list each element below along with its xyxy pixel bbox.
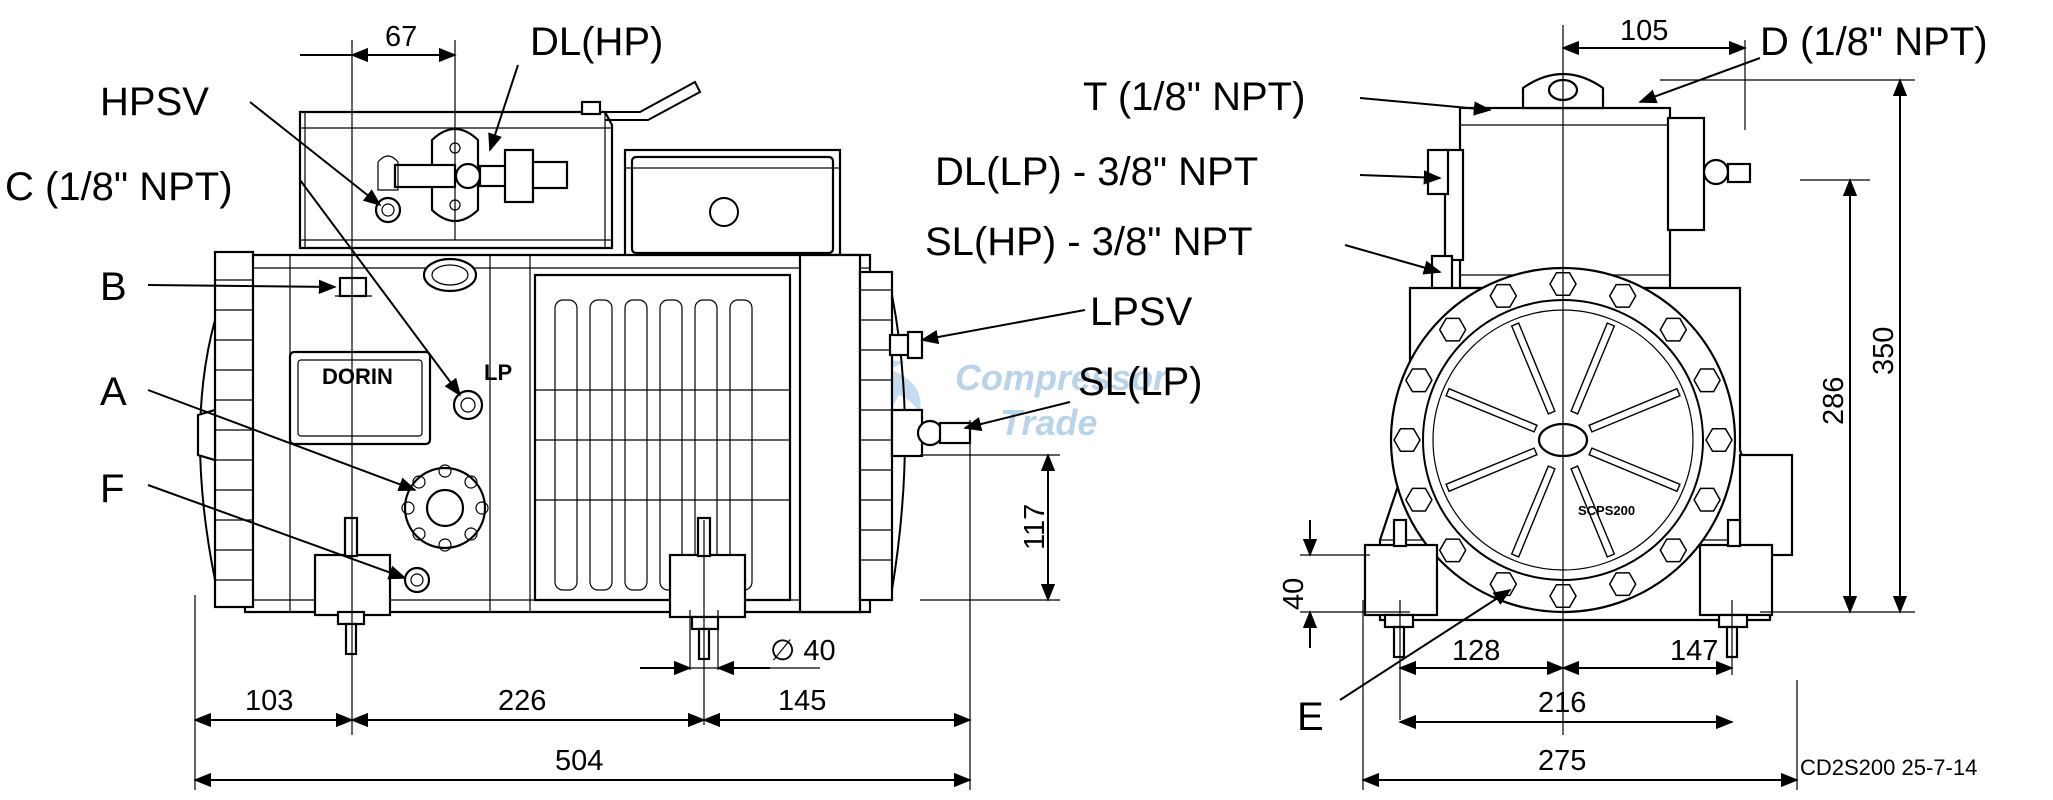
head-top-boss: [580, 100, 602, 116]
flange-bolt-icon: [1608, 283, 1637, 308]
hpsv-plug: [374, 155, 402, 224]
flange-bolt-icon: [1693, 487, 1721, 512]
side-view: DORIN LP: [196, 80, 972, 661]
dimension-arrows: [193, 40, 1908, 788]
flange-bolt-icon: [1659, 317, 1688, 342]
callout-a: A: [100, 370, 127, 414]
plug-f: [403, 566, 431, 594]
flange-bolt-icon: [1405, 487, 1433, 512]
cooling-fins: [533, 273, 792, 602]
dim-286: 286: [1818, 377, 1850, 425]
flange-bolt-icon: [1659, 538, 1688, 563]
dim-67: 67: [385, 21, 417, 53]
callout-dl-lp: DL(LP) - 3/8" NPT: [935, 150, 1258, 194]
lifting-handle: [590, 80, 702, 121]
terminal-box: [623, 148, 842, 262]
callout-e: E: [1297, 695, 1324, 739]
flange-bolt-icon: [1405, 368, 1433, 393]
callout-labels: HPSV DL(HP) C (1/8" NPT) B A F LPSV SL(L…: [5, 20, 1988, 739]
dim-145: 145: [778, 685, 826, 717]
dim-105: 105: [1620, 15, 1668, 47]
mounting-foot-right: [668, 516, 747, 661]
flange-rib: [1570, 322, 1616, 415]
flange-rib: [1510, 322, 1556, 415]
lpsv-valve: [888, 330, 924, 360]
motor-end-cover: [798, 253, 906, 614]
front-foot-left: [1363, 518, 1439, 659]
dim-216: 216: [1538, 687, 1586, 719]
callout-t-npt: T (1/8" NPT): [1083, 75, 1305, 119]
flange-bolt-icon: [1438, 538, 1467, 563]
front-plate-mark: SCPS200: [1578, 503, 1635, 518]
oil-pump-boss: [1738, 453, 1794, 557]
flange-rib: [1445, 387, 1538, 433]
dim-226: 226: [498, 685, 546, 717]
callout-c-npt: C (1/8" NPT): [5, 165, 233, 209]
watermark-line-2: Trade: [1000, 402, 1097, 443]
dim-504: 504: [555, 745, 603, 777]
front-cylinder-head: [1426, 106, 1752, 292]
callout-sl-lp: SL(LP): [1078, 360, 1203, 404]
dim-40: 40: [1278, 578, 1310, 610]
callout-lpsv: LPSV: [1090, 290, 1193, 334]
nameplate-brand: DORIN: [322, 364, 393, 389]
nameplate: DORIN: [288, 350, 432, 446]
dim-dia40: ∅ 40: [770, 635, 836, 667]
flange-rib: [1445, 447, 1538, 493]
leader-lines: [147, 57, 1761, 701]
callout-d-npt: D (1/8" NPT): [1760, 20, 1988, 64]
flange-bolt-icon: [1705, 427, 1733, 453]
plug-b: [335, 276, 372, 298]
flange-rib: [1588, 387, 1681, 433]
callout-f: F: [100, 467, 124, 511]
flange-bolt-icon: [1608, 572, 1637, 597]
dimension-labels: 67 103 226 145 504 117 ∅ 40 105 350 286 …: [245, 15, 1900, 777]
flange-bolt-icon: [1489, 572, 1518, 597]
flange-bolt-icon: [1438, 317, 1467, 342]
flange-ribs: [1445, 322, 1681, 558]
flange-bolt-icon: [1489, 283, 1518, 308]
dim-350: 350: [1868, 327, 1900, 375]
flange-bolt-icon: [1393, 427, 1421, 453]
dim-275: 275: [1538, 745, 1586, 777]
discharge-valve-hp: [393, 127, 569, 223]
oil-sight-glass-a: [401, 464, 489, 552]
dim-147: 147: [1670, 635, 1718, 667]
suction-valve-lp: [890, 408, 972, 458]
dim-128: 128: [1452, 635, 1500, 667]
dim-117: 117: [1019, 504, 1051, 550]
callout-hpsv: HPSV: [100, 80, 209, 124]
front-view: SCPS200: [1363, 72, 1794, 659]
callout-b: B: [100, 265, 127, 309]
flange-rib: [1570, 465, 1616, 558]
lp-plug: LP: [452, 360, 512, 421]
callout-sl-hp: SL(HP) - 3/8" NPT: [925, 220, 1253, 264]
drawing-reference: CD2S200 25-7-14: [1800, 755, 1977, 780]
front-end-cover: [196, 250, 255, 609]
flange-rib: [1510, 465, 1556, 558]
flange-bolt-icon: [1693, 368, 1721, 393]
lp-mark: LP: [484, 360, 512, 385]
callout-dl-hp: DL(HP): [530, 20, 663, 64]
brand-badge-icon: [422, 257, 478, 293]
flange-rib: [1588, 447, 1681, 493]
dimension-lines: [194, 25, 1915, 790]
dim-103: 103: [245, 685, 293, 717]
watermark-line-1: Compressor: [955, 357, 1169, 398]
